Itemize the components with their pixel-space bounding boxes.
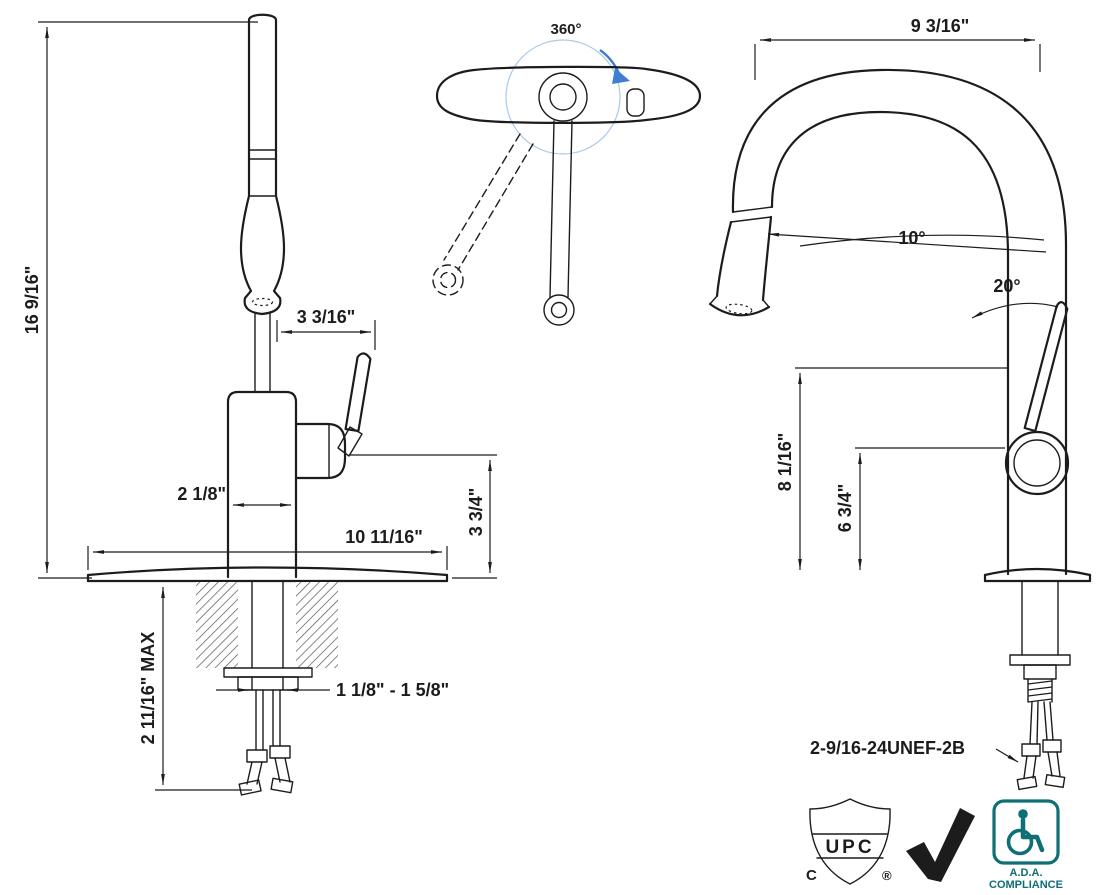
dim-hub-height: 6 3/4": [835, 447, 1005, 570]
dim-overall-height-label: 16 9/16": [22, 266, 42, 335]
dim-body-width: 2 1/8": [177, 484, 291, 507]
dim-spout-to-handle: 3 3/16": [276, 307, 376, 350]
thread-spec-label: 2-9/16-24UNEF-2B: [810, 738, 965, 758]
deck-plate-front: [86, 566, 449, 583]
dim-spout-height-label: 8 1/16": [775, 433, 795, 492]
faucet-front-outline: [226, 13, 372, 579]
ada-line2: COMPLIANCE: [989, 879, 1063, 891]
side-view: 9 3/16" 10° 20° 8 1/16" 6 3/4" 2-9: [708, 16, 1092, 791]
dim-max-counter-thickness: 2 11/16" MAX: [138, 587, 252, 791]
ada-wheelchair-icon: A.D.A. COMPLIANCE: [989, 799, 1063, 891]
swivel-angle-label: 360°: [550, 21, 581, 38]
under-sink-front: [223, 581, 313, 796]
checkmark-icon: [906, 808, 975, 882]
front-view: 16 9/16" 3 3/16" 2 1/8" 3 3/4" 10 11/16": [22, 13, 497, 796]
dim-hole-diameter-label: 1 1/8" - 1 5/8": [336, 680, 449, 700]
dim-spout-height: 8 1/16": [775, 367, 1008, 570]
rotation-arrow-icon: [612, 68, 630, 84]
dim-max-counter-thickness-label: 2 11/16" MAX: [138, 632, 158, 745]
faucet-side-outline: [708, 68, 1070, 576]
dim-spout-reach: 9 3/16": [754, 16, 1041, 80]
upc-label: UPC: [825, 837, 874, 858]
under-sink-side: [1009, 581, 1071, 791]
thread-spec-callout: 2-9/16-24UNEF-2B: [810, 738, 1019, 763]
dim-overall-height: 16 9/16": [22, 21, 258, 579]
handle-top-view: [626, 88, 645, 117]
ada-line1: A.D.A.: [1010, 867, 1043, 879]
dim-aerator-height-label: 3 3/4": [466, 488, 486, 537]
upc-shield-icon: UPC C ®: [806, 798, 892, 885]
dim-hub-height-label: 6 3/4": [835, 484, 855, 533]
dim-spout-to-handle-label: 3 3/16": [297, 307, 356, 327]
dim-deck-plate-width-label: 10 11/16": [345, 527, 423, 547]
upc-c-mark: C: [806, 867, 817, 884]
angle-spray: 10°: [767, 228, 1047, 253]
deck-plate-side: [983, 567, 1092, 583]
top-view: 360°: [432, 21, 702, 326]
dim-aerator-height: 3 3/4": [350, 454, 497, 579]
angle-handle-label: 20°: [993, 276, 1020, 296]
certifications: UPC C ® A.D.A. COMPLIANCE: [806, 798, 1063, 891]
dim-spout-reach-label: 9 3/16": [911, 16, 970, 36]
angle-handle: 20°: [971, 276, 1059, 319]
dim-deck-plate-width: 10 11/16": [87, 527, 448, 570]
dim-body-width-label: 2 1/8": [177, 484, 226, 504]
upc-r-mark: ®: [882, 868, 892, 883]
angle-spray-label: 10°: [898, 228, 925, 248]
dim-hole-diameter: 1 1/8" - 1 5/8": [216, 680, 449, 700]
counter-cross-section: [196, 582, 338, 668]
